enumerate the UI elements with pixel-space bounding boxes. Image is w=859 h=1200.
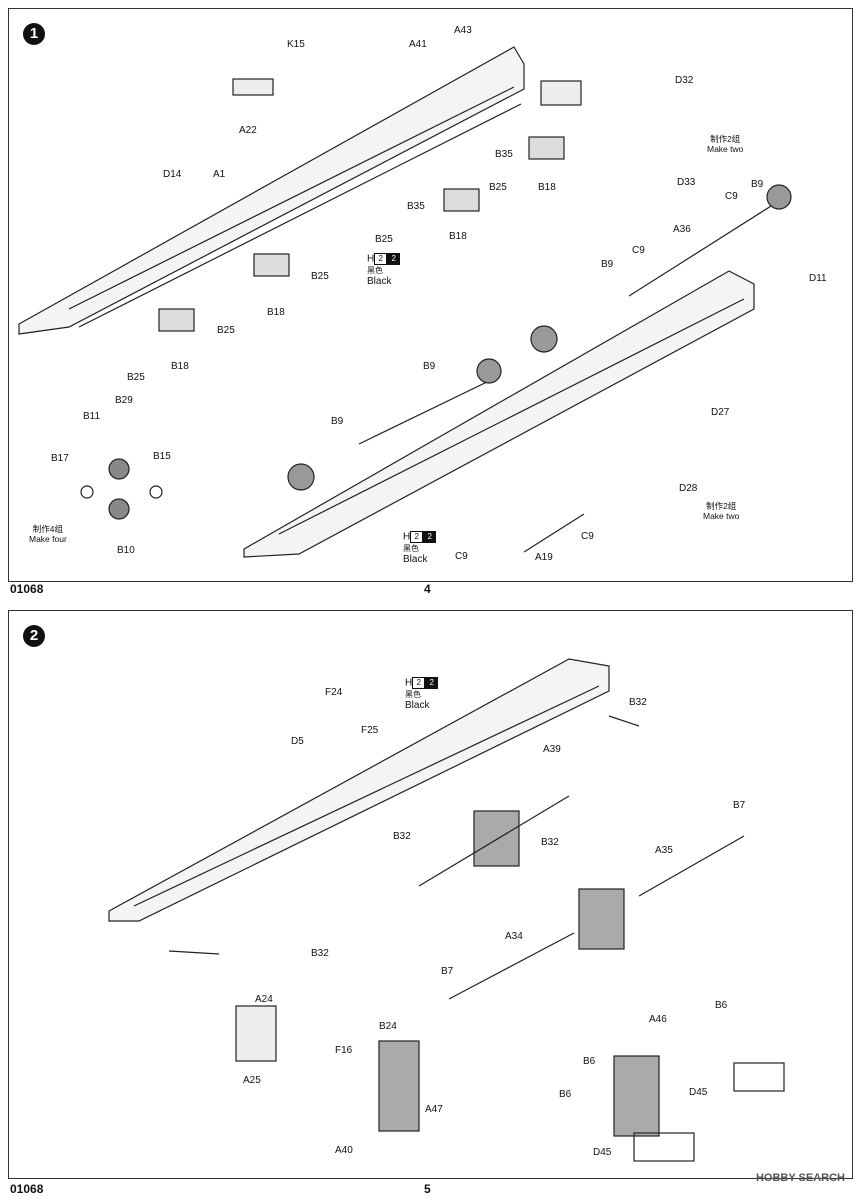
- chassis-frame-drawing: [18, 46, 792, 558]
- part-label: C9: [455, 551, 468, 562]
- part-label: B25: [311, 271, 329, 282]
- part-label: B9: [331, 416, 344, 427]
- part-label: A25: [243, 1075, 261, 1086]
- watermark-logo: HOBBY SEARCH: [755, 1172, 845, 1184]
- part-label: B17: [51, 453, 69, 464]
- part-label: F24: [325, 687, 343, 698]
- part-label: A22: [239, 125, 257, 136]
- part-label: B9: [423, 361, 436, 372]
- part-label: B18: [538, 182, 556, 193]
- part-label: B11: [83, 411, 101, 422]
- part-label: B10: [117, 545, 135, 556]
- part-label: B7: [441, 966, 454, 977]
- part-label: C9: [725, 191, 738, 202]
- catalog-number: 01068: [10, 1182, 44, 1196]
- part-label: D14: [163, 169, 182, 180]
- part-label: B18: [449, 231, 467, 242]
- part-label: A19: [535, 552, 553, 563]
- part-label: B25: [489, 182, 507, 193]
- part-label: B15: [153, 451, 171, 462]
- part-label: A24: [255, 994, 273, 1005]
- part-label: B25: [217, 325, 235, 336]
- part-label: C9: [581, 531, 594, 542]
- part-label: B18: [171, 361, 189, 372]
- part-label: B24: [379, 1021, 397, 1032]
- drivetrain-drawing: [108, 658, 785, 1162]
- part-label: B9: [751, 179, 764, 190]
- part-label: K15: [287, 39, 305, 50]
- part-label: A1: [213, 169, 226, 180]
- part-label: D11: [809, 273, 827, 284]
- part-label: B32: [629, 697, 647, 708]
- part-label: B6: [559, 1089, 572, 1100]
- part-label: B35: [407, 201, 425, 212]
- step-1-panel: 1: [8, 8, 853, 582]
- part-label: B32: [393, 831, 411, 842]
- part-label: D32: [675, 75, 694, 86]
- part-label: B25: [375, 234, 393, 245]
- part-label: A39: [543, 744, 561, 755]
- catalog-number: 01068: [10, 582, 44, 596]
- step-number: 1: [23, 23, 45, 45]
- part-label: F25: [361, 725, 379, 736]
- part-label: D45: [689, 1087, 708, 1098]
- part-label: B35: [495, 149, 513, 160]
- page-number: 5: [424, 1182, 431, 1196]
- part-label: B29: [115, 395, 133, 406]
- part-label: B25: [127, 372, 145, 383]
- step-number: 2: [23, 625, 45, 647]
- page-number: 4: [424, 582, 431, 596]
- step-2-panel: 2 F24 F25 D5 B32 B32 B32 B32 A39 B7: [8, 610, 853, 1179]
- part-label: B6: [715, 1000, 728, 1011]
- part-label: D33: [677, 177, 696, 188]
- part-label: B7: [733, 800, 746, 811]
- part-label: D45: [593, 1147, 612, 1158]
- part-label: A41: [409, 39, 427, 50]
- part-label: B32: [311, 948, 329, 959]
- part-label: B6: [583, 1056, 596, 1067]
- part-label: A46: [649, 1014, 667, 1025]
- part-label: A47: [425, 1104, 443, 1115]
- part-label: C9: [632, 245, 645, 256]
- part-label: B9: [601, 259, 614, 270]
- part-label: D5: [291, 736, 304, 747]
- part-label: B32: [541, 837, 559, 848]
- part-label: F16: [335, 1045, 353, 1056]
- part-label: A43: [454, 25, 472, 36]
- part-label: A34: [505, 931, 523, 942]
- part-label: D27: [711, 407, 730, 418]
- part-label: D28: [679, 483, 698, 494]
- part-label: B18: [267, 307, 285, 318]
- part-label: A36: [673, 224, 691, 235]
- part-label: A40: [335, 1145, 353, 1156]
- part-label: A35: [655, 845, 673, 856]
